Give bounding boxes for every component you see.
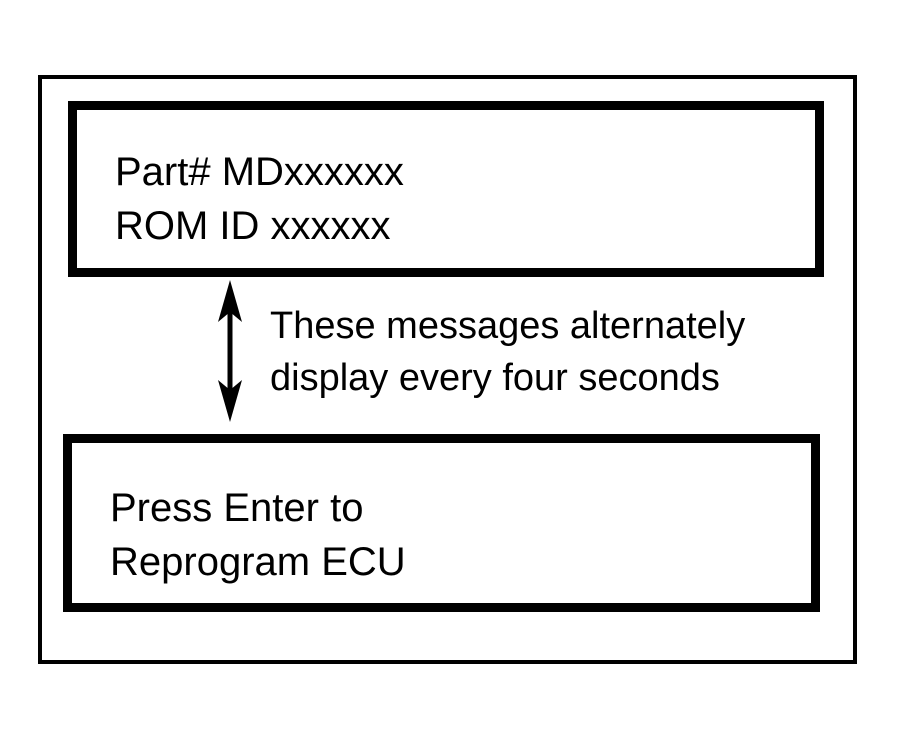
- bottom-screen-text: Press Enter to Reprogram ECU: [110, 481, 406, 589]
- note-line-2: display every four seconds: [270, 357, 720, 399]
- rom-id-line: ROM ID xxxxxx: [115, 204, 391, 248]
- top-screen-text: Part# MDxxxxxx ROM ID xxxxxx: [115, 145, 404, 253]
- diagram-frame: [38, 75, 857, 664]
- display-screen-bottom: Press Enter to Reprogram ECU: [63, 434, 820, 612]
- display-screen-top: Part# MDxxxxxx ROM ID xxxxxx: [68, 101, 824, 277]
- press-enter-line: Press Enter to: [110, 486, 364, 530]
- part-number-line: Part# MDxxxxxx: [115, 150, 404, 194]
- note-line-1: These messages alternately: [270, 305, 746, 347]
- reprogram-ecu-line: Reprogram ECU: [110, 540, 406, 584]
- alternating-note: These messages alternately display every…: [270, 300, 745, 404]
- double-arrow-icon: [218, 280, 242, 422]
